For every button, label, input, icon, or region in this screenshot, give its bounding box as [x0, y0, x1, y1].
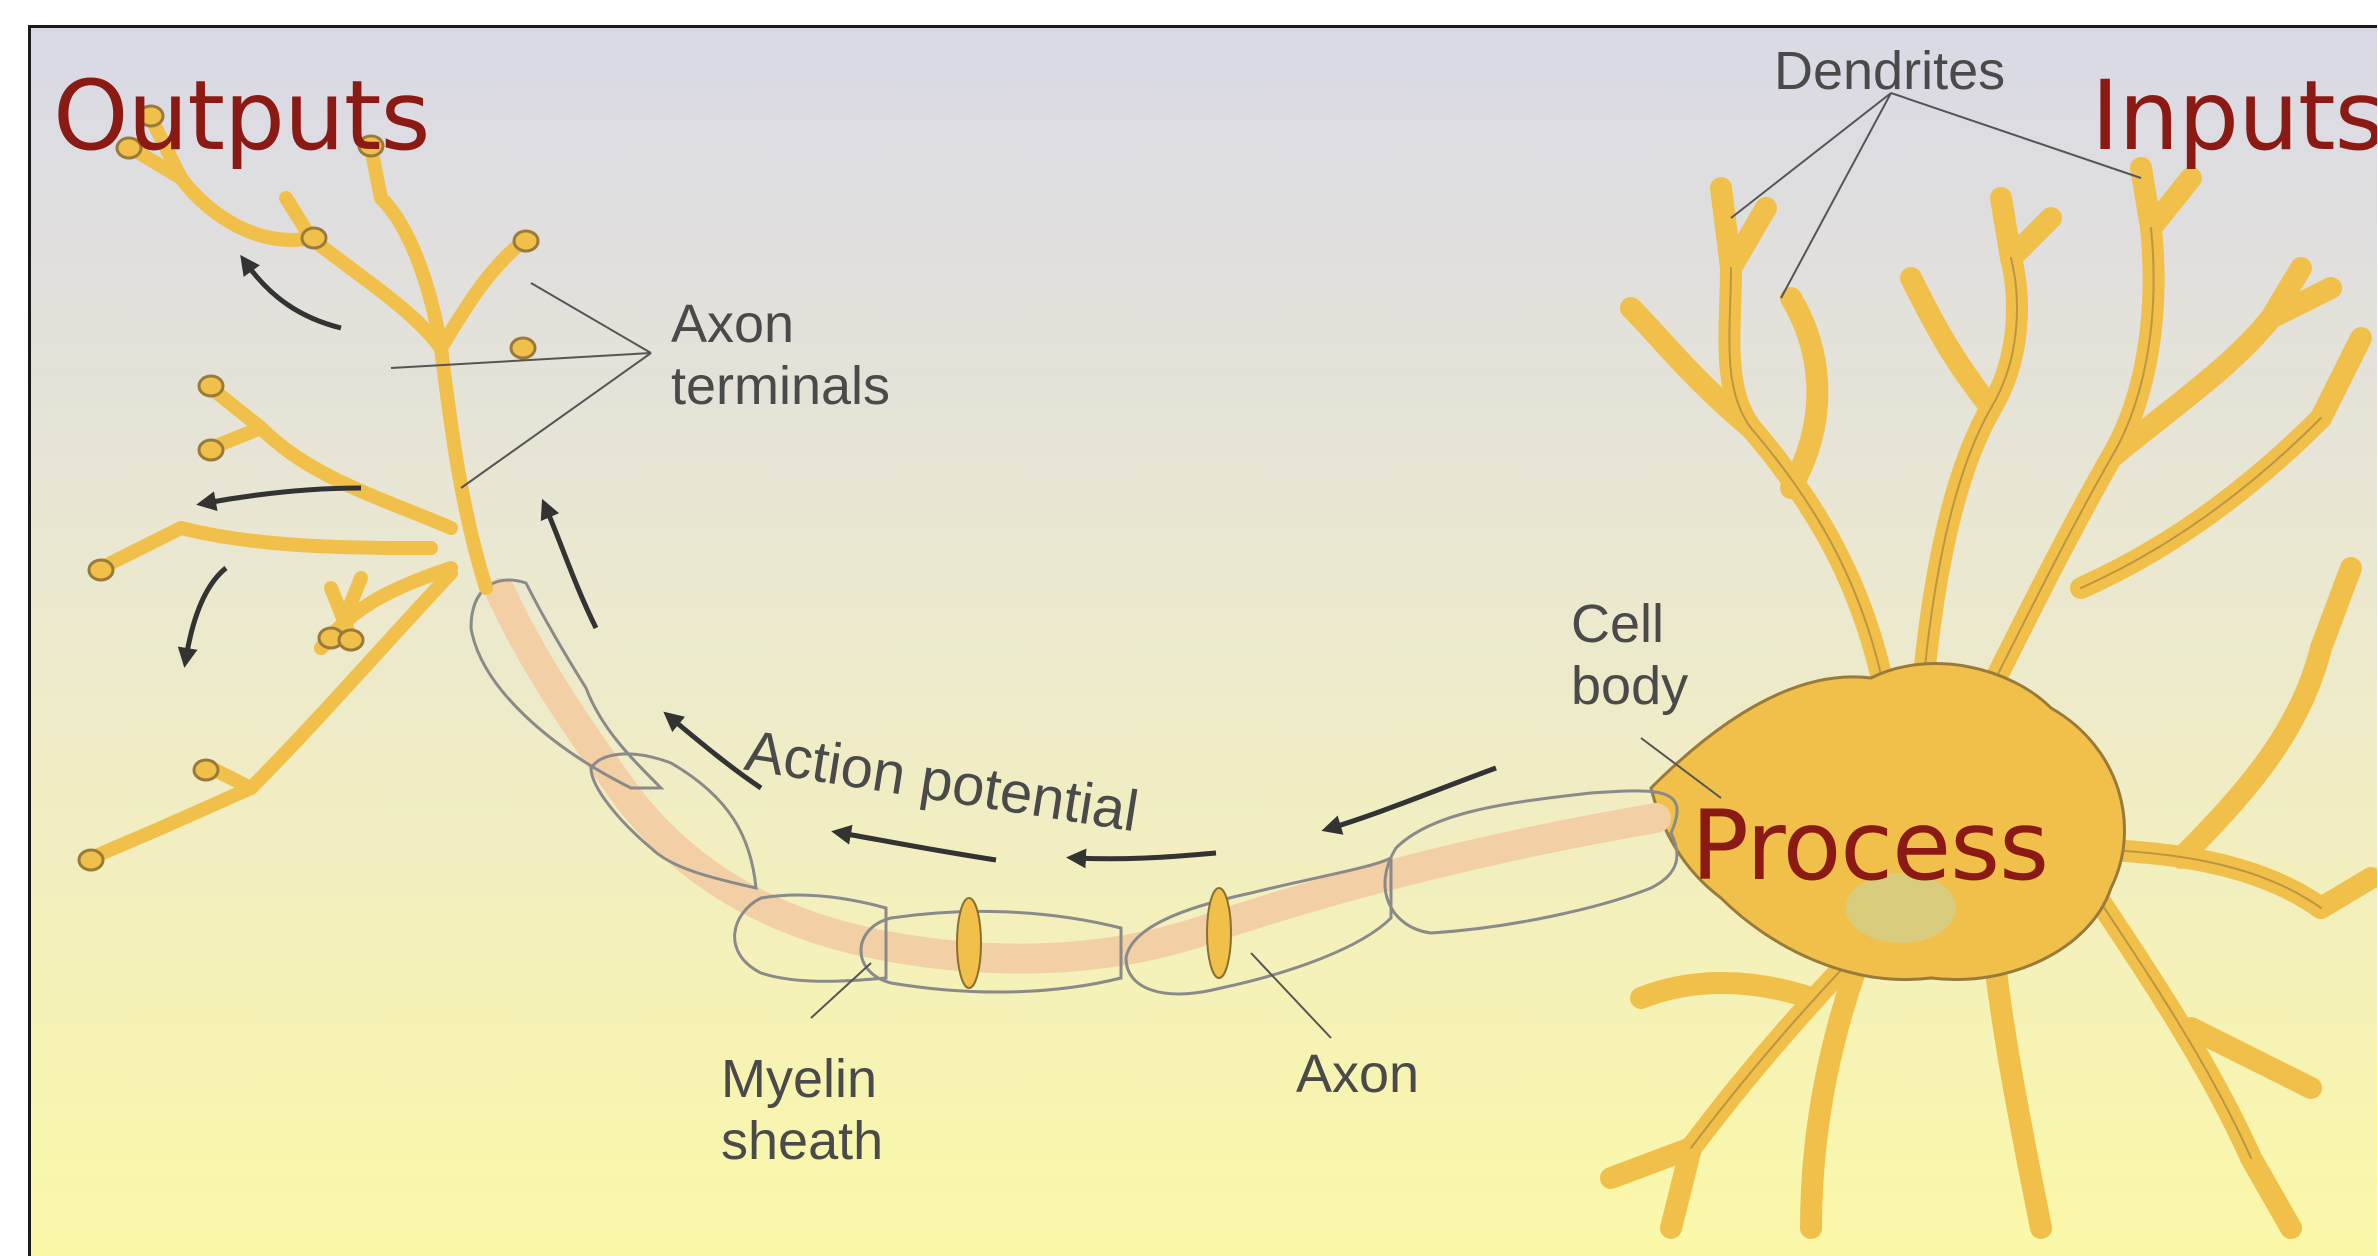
- neuron-diagram: [31, 28, 2377, 1256]
- process-heading: Process: [1691, 798, 2048, 894]
- myelin-sheath-label-line1: Myelin: [721, 1048, 883, 1110]
- axon-terminals-label: Axon terminals: [671, 293, 890, 417]
- cell-body-label: Cell body: [1571, 593, 1688, 717]
- outputs-heading: Outputs: [53, 68, 429, 164]
- inputs-heading: Inputs: [2091, 68, 2377, 164]
- myelin-sheath-label: Myelin sheath: [721, 1048, 883, 1172]
- dendrites-label: Dendrites: [1774, 40, 2005, 102]
- cell-body-label-line1: Cell: [1571, 593, 1688, 655]
- myelin-sheath-label-line2: sheath: [721, 1110, 883, 1172]
- axon-terminals-label-line2: terminals: [671, 355, 890, 417]
- cell-body-label-line2: body: [1571, 655, 1688, 717]
- axon-terminals-label-line1: Axon: [671, 293, 890, 355]
- diagram-frame: Outputs Inputs Process Dendrites Axon te…: [28, 25, 2377, 1256]
- axon-label: Axon: [1296, 1043, 1419, 1105]
